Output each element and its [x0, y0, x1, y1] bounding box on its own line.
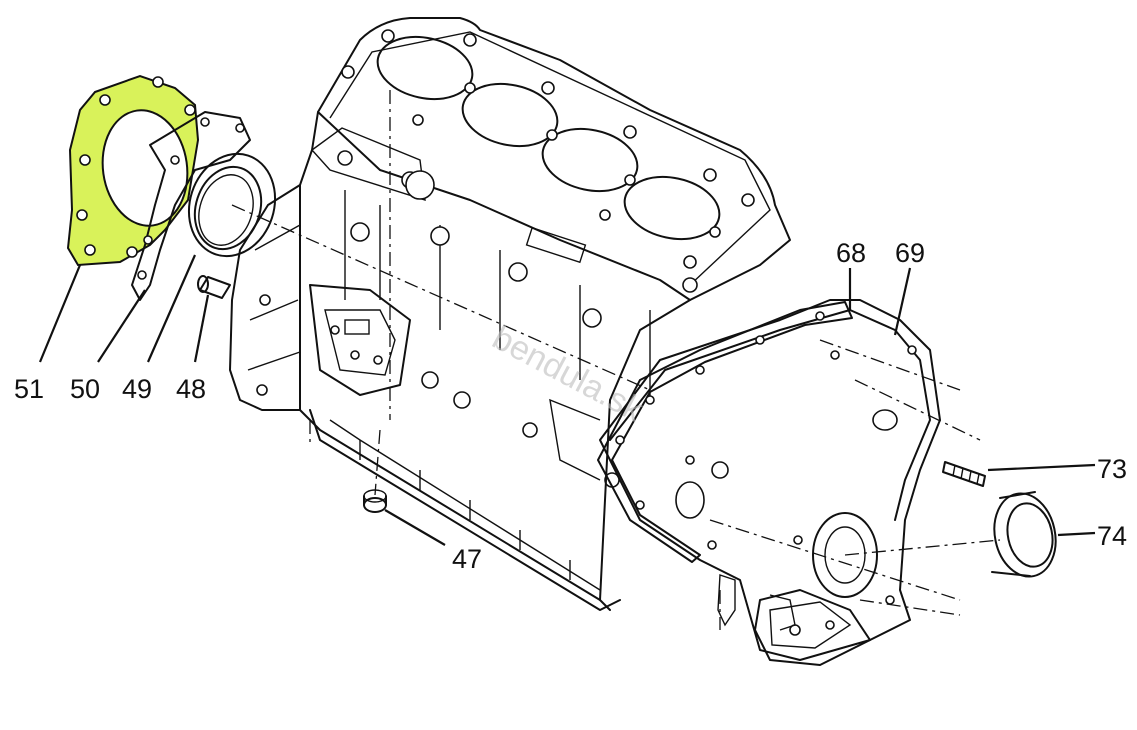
- callout-47: 47: [452, 544, 482, 574]
- watermark-text: bendula.sk: [486, 319, 650, 430]
- stud-73: [942, 461, 986, 487]
- rear-oil-seal-49: [187, 152, 277, 258]
- callout-49: 49: [122, 374, 152, 404]
- callout-51: 51: [14, 374, 44, 404]
- front-oil-seal-74: [991, 491, 1057, 578]
- callout-74: 74: [1097, 521, 1127, 551]
- callout-48: 48: [176, 374, 206, 404]
- rear-seal-retainer-51: [66, 74, 200, 267]
- leader-lines: [38, 254, 1096, 546]
- callout-69: 69: [895, 238, 925, 268]
- gasket-50: [131, 111, 251, 301]
- dowel-pin-48: [197, 275, 231, 299]
- callout-73: 73: [1097, 454, 1127, 484]
- callout-labels: 51 50 49 48 47 68 69 73 74: [14, 238, 1127, 574]
- center-lines: [231, 90, 1001, 630]
- callout-50: 50: [70, 374, 100, 404]
- engine-block: [229, 17, 791, 611]
- callout-68: 68: [836, 238, 866, 268]
